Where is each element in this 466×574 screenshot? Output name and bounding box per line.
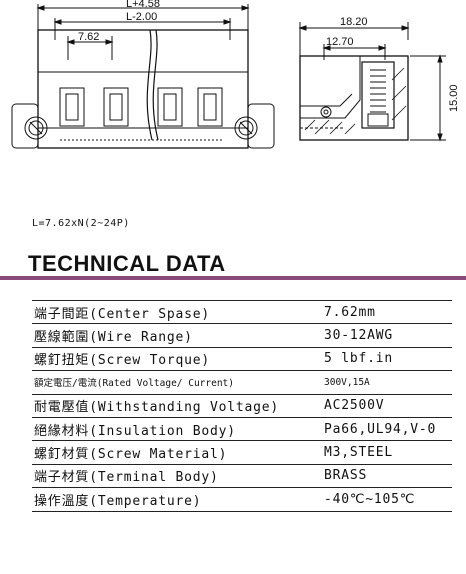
spec-value: 30-12AWG <box>324 328 394 344</box>
technical-drawing: L+4.58 L-2.00 7.62 18.20 12.70 15.00 <box>11 0 460 149</box>
spec-row-screw-torque: 螺釘扭矩(Screw Torque) 5 lbf.in <box>32 347 452 371</box>
spec-label: 耐電壓值(Withstanding Voltage) <box>34 400 279 416</box>
spec-label: 額定電压/電流(Rated Voltage/ Current) <box>34 378 234 390</box>
spec-table: 端子間距(Center Spase) 7.62mm 壓線範圍(Wire Rang… <box>32 300 452 512</box>
spec-row-withstanding-voltage: 耐電壓值(Withstanding Voltage) AC2500V <box>32 394 452 418</box>
section-title: TECHNICAL DATA <box>28 251 226 276</box>
spec-row-temperature: 操作溫度(Temperature) -40℃~105℃ <box>32 488 452 512</box>
spec-label: 操作溫度(Temperature) <box>34 493 202 509</box>
spec-value: BRASS <box>324 468 368 484</box>
dim-side-inner-label: 12.70 <box>326 36 354 48</box>
spec-row-terminal-body: 端子材質(Terminal Body) BRASS <box>32 464 452 488</box>
spec-label: 絕緣材料(Insulation Body) <box>34 423 236 439</box>
spec-row-center-spacing: 端子間距(Center Spase) 7.62mm <box>32 300 452 324</box>
spec-value: M3,STEEL <box>324 445 394 461</box>
dim-inner-label: L-2.00 <box>126 11 157 23</box>
spec-value: AC2500V <box>324 398 385 414</box>
dim-side-height-label: 15.00 <box>448 84 460 112</box>
front-view <box>11 4 275 149</box>
spec-value: 7.62mm <box>324 304 376 320</box>
spec-label: 壓線範圍(Wire Range) <box>34 330 193 346</box>
spec-row-insulation-body: 絕緣材料(Insulation Body) Pa66,UL94,V-0 <box>32 417 452 441</box>
spec-label: 螺釘扭矩(Screw Torque) <box>34 353 210 369</box>
dim-pitch-label: 7.62 <box>78 31 99 43</box>
spec-label: 螺釘材質(Screw Material) <box>34 447 228 463</box>
spec-value: 300V,15A <box>324 376 370 388</box>
spec-label: 端子間距(Center Spase) <box>34 306 210 322</box>
spec-row-rated-voltage-current: 額定電压/電流(Rated Voltage/ Current) 300V,15A <box>32 371 452 395</box>
length-formula: L=7.62xN(2~24P) <box>32 218 130 229</box>
spec-row-wire-range: 壓線範圍(Wire Range) 30-12AWG <box>32 324 452 348</box>
side-view <box>298 22 446 142</box>
spec-value: -40℃~105℃ <box>324 491 416 507</box>
spec-value: 5 lbf.in <box>324 351 394 367</box>
spec-value: Pa66,UL94,V-0 <box>324 421 437 437</box>
dim-side-width-label: 18.20 <box>340 16 368 28</box>
spec-label: 端子材質(Terminal Body) <box>34 470 219 486</box>
dim-overall-label: L+4.58 <box>126 0 160 10</box>
spec-row-screw-material: 螺釘材質(Screw Material) M3,STEEL <box>32 441 452 465</box>
title-divider <box>0 276 466 280</box>
